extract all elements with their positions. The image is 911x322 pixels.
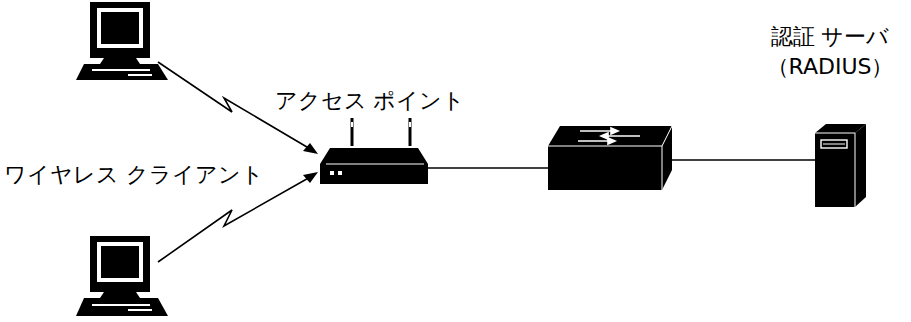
client-group-label: ワイヤレス クライアント <box>4 160 264 190</box>
access-point-device <box>320 118 428 184</box>
access-point-node: アクセス ポイント <box>270 86 470 116</box>
wireless-link <box>158 176 312 262</box>
client-pc <box>76 2 168 80</box>
server-tower <box>815 124 866 207</box>
client-pc <box>76 236 168 316</box>
device-label: アクセス ポイント <box>270 86 470 116</box>
network-wire <box>428 167 548 168</box>
network-switch <box>548 126 672 190</box>
wireless-tip <box>303 143 318 154</box>
wireless-tip <box>303 172 318 183</box>
device-label: 認証 サーバ （RADIUS） <box>767 22 894 82</box>
network-wire <box>672 159 815 160</box>
server-node: 認証 サーバ （RADIUS） <box>760 22 900 82</box>
